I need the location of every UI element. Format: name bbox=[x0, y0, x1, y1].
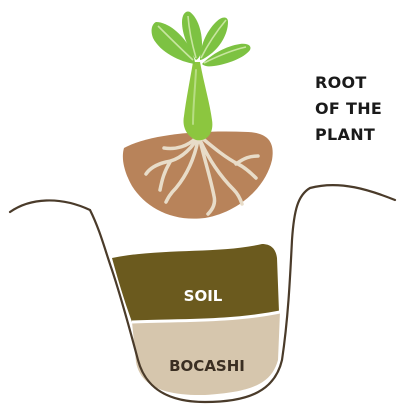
bocashi-label: BOCASHI bbox=[169, 357, 245, 375]
root-of-plant-label: ROOT OF THE PLANT bbox=[315, 70, 382, 148]
root-label-line-3: PLANT bbox=[315, 122, 382, 148]
plant bbox=[123, 11, 273, 218]
root-label-line-2: OF THE bbox=[315, 96, 382, 122]
bocashi-layer bbox=[132, 312, 280, 395]
soil-label: SOIL bbox=[184, 287, 223, 305]
stem bbox=[184, 62, 213, 140]
root-label-line-1: ROOT bbox=[315, 70, 382, 96]
soil-layer bbox=[112, 244, 279, 322]
